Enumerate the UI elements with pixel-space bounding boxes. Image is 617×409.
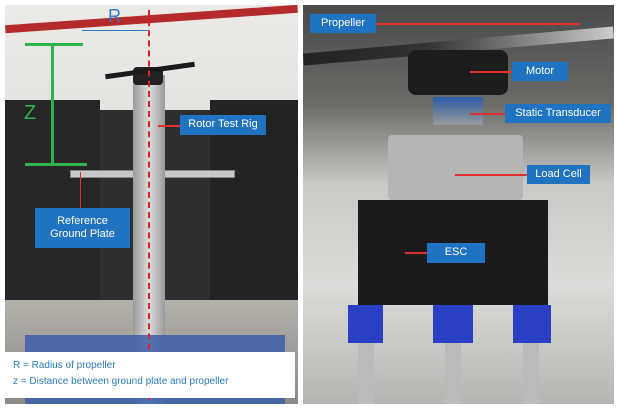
motor-label: Motor (512, 62, 568, 81)
leg-right (523, 343, 539, 404)
rotor-test-rig-label: Rotor Test Rig (180, 115, 266, 135)
axis-line (148, 10, 150, 400)
reference-ground-plate-label: Reference Ground Plate (35, 208, 130, 248)
blue-mount-right (513, 305, 551, 343)
legend: R = Radius of propeller z = Distance bet… (5, 352, 295, 398)
legend-distance: z = Distance between ground plate and pr… (13, 376, 229, 387)
radius-arrow (82, 30, 148, 31)
height-bottom-line (25, 163, 87, 166)
left-photo-rotor-test-rig (5, 5, 298, 404)
ceiling-pipe (5, 5, 298, 34)
height-label: Z (24, 102, 37, 124)
motor-leader (470, 71, 512, 73)
propeller-leader (375, 23, 580, 25)
motor (408, 50, 508, 95)
esc-leader (405, 252, 427, 254)
leg-left (358, 343, 374, 404)
legend-radius: R = Radius of propeller (13, 360, 116, 371)
leg-center (445, 343, 461, 404)
static-transducer-label: Static Transducer (505, 104, 611, 123)
esc-label: ESC (427, 243, 485, 263)
load-cell-leader (455, 174, 527, 176)
radius-label: R (108, 6, 121, 26)
propeller-label: Propeller (310, 14, 376, 33)
height-top-line (25, 43, 83, 46)
blue-mount-center (433, 305, 473, 343)
static-transducer (433, 97, 483, 125)
rotor-test-rig-leader (158, 125, 180, 127)
load-cell-label: Load Cell (527, 165, 590, 184)
ground-plate-leader (80, 172, 81, 208)
load-cell-plate (388, 135, 523, 200)
static-transducer-leader (470, 113, 505, 115)
height-arrow (51, 46, 54, 164)
blue-mount-left (348, 305, 383, 343)
